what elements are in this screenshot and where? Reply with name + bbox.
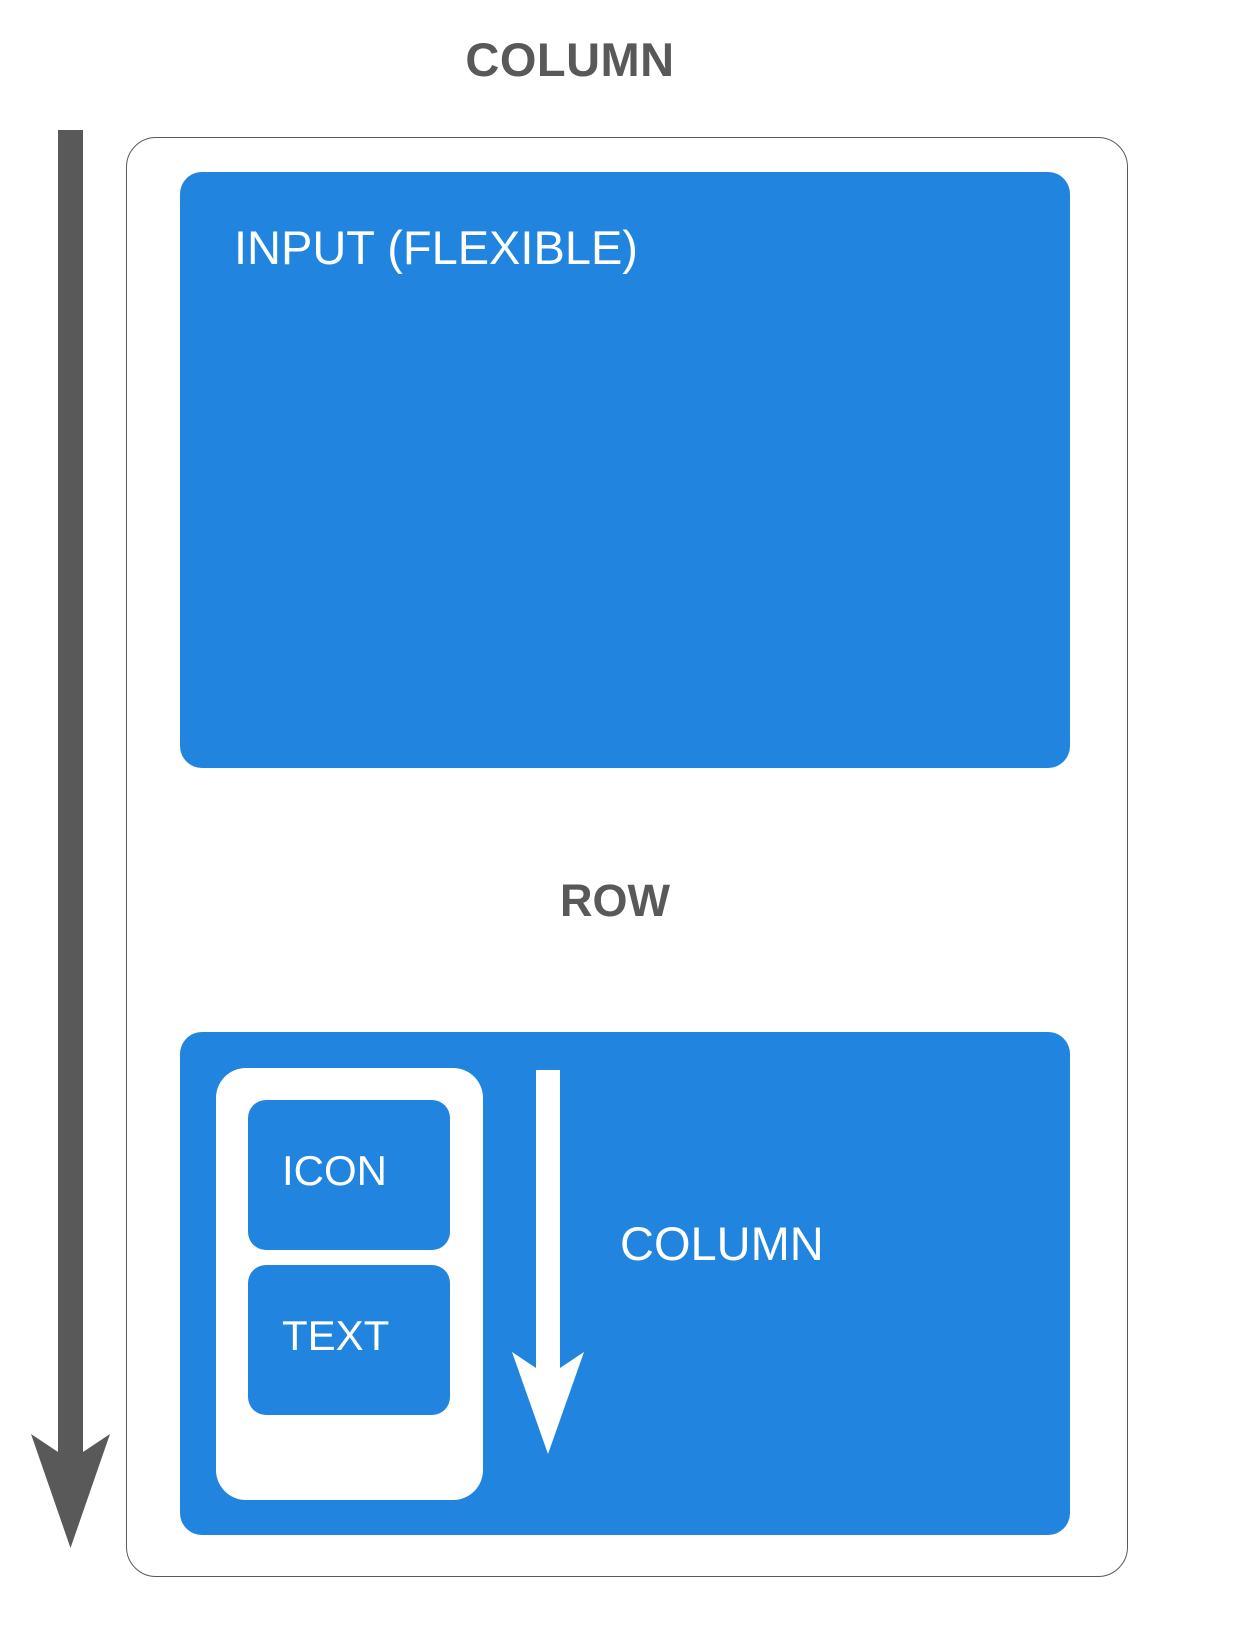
input-flexible-panel[interactable]: INPUT (FLEXIBLE) — [180, 172, 1070, 768]
icon-text-column-wrapper: ICON TEXT — [216, 1068, 483, 1500]
input-flexible-label: INPUT (FLEXIBLE) — [234, 221, 638, 274]
text-chip[interactable]: TEXT — [248, 1265, 450, 1415]
text-chip-label: TEXT — [282, 1312, 390, 1359]
nested-column-label: COLUMN — [620, 1217, 824, 1270]
icon-chip-label: ICON — [282, 1147, 387, 1194]
nested-column-arrow-down-icon — [512, 1070, 584, 1454]
page-title: COLUMN — [465, 33, 675, 86]
column-arrow-down-icon — [31, 130, 110, 1548]
row-panel[interactable]: ICON TEXT COLUMN — [180, 1032, 1070, 1535]
row-axis-label: ROW — [560, 875, 670, 926]
icon-chip[interactable]: ICON — [248, 1100, 450, 1250]
